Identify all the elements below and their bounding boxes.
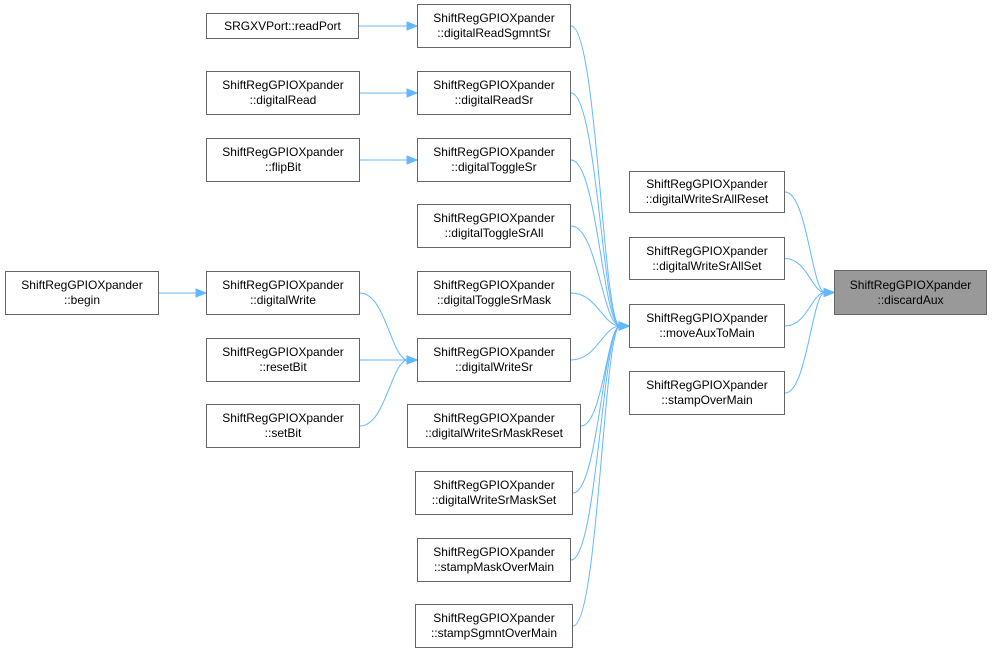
node-label: ShiftRegGPIOXpander xyxy=(222,345,344,359)
edge-digitalReadSgmntSr-to-moveAuxToMain xyxy=(570,25,621,327)
node-label: ::setBit xyxy=(264,426,302,440)
node-digitalWriteSrMaskReset[interactable]: ShiftRegGPIOXpander ::digitalWriteSrMask… xyxy=(407,404,581,448)
node-label: ShiftRegGPIOXpander xyxy=(646,243,768,258)
node-discardAux: ShiftRegGPIOXpander ::discardAux xyxy=(834,270,987,315)
edge-moveAuxToMain-to-discardAux xyxy=(784,292,826,327)
arrowhead-stampOverMain-to-discardAux xyxy=(823,287,836,298)
arrowhead-digitalRead-to-digitalReadSr xyxy=(406,88,419,98)
node-label: ShiftRegGPIOXpander xyxy=(222,411,344,425)
node-label: ::digitalWriteSr xyxy=(455,360,533,374)
node-label: ShiftRegGPIOXpander xyxy=(646,378,768,392)
edge-digitalWriteSrMaskSet-to-moveAuxToMain xyxy=(572,325,621,494)
edge-stampOverMain-to-discardAux xyxy=(784,292,826,394)
edge-digitalWriteSr-to-moveAuxToMain xyxy=(570,325,621,361)
node-label: ShiftRegGPIOXpander xyxy=(433,545,555,559)
arrowhead-stampSgmntOverMain-to-moveAuxToMain xyxy=(618,321,631,331)
node-digitalToggleSrAll[interactable]: ShiftRegGPIOXpander ::digitalToggleSrAll xyxy=(417,204,571,248)
node-digitalReadSgmntSr[interactable]: ShiftRegGPIOXpander ::digitalReadSgmntSr xyxy=(417,4,571,48)
edge-stampSgmntOverMain-to-moveAuxToMain xyxy=(572,325,621,627)
node-digitalWrite[interactable]: ShiftRegGPIOXpander ::digitalWrite xyxy=(206,271,360,315)
node-label: ::digitalToggleSr xyxy=(451,160,537,174)
node-label: ShiftRegGPIOXpander xyxy=(433,611,555,625)
edge-stampMaskOverMain-to-moveAuxToMain xyxy=(570,325,621,561)
arrowhead-setBit-to-digitalWriteSr xyxy=(406,355,419,365)
node-digitalRead[interactable]: ShiftRegGPIOXpander ::digitalRead xyxy=(206,71,360,115)
node-begin[interactable]: ShiftRegGPIOXpander ::begin xyxy=(5,271,159,315)
node-label: ::moveAuxToMain xyxy=(659,326,755,340)
node-label: ::digitalWriteSrAllReset xyxy=(645,192,769,206)
node-label: ShiftRegGPIOXpander xyxy=(21,278,143,292)
arrowhead-flipBit-to-digitalToggleSr xyxy=(406,155,419,165)
node-label: ShiftRegGPIOXpander xyxy=(433,78,555,92)
node-label: ::discardAux xyxy=(877,292,944,307)
edge-digitalToggleSrAll-to-moveAuxToMain xyxy=(570,225,621,327)
node-stampMaskOverMain[interactable]: ShiftRegGPIOXpander ::stampMaskOverMain xyxy=(417,538,571,582)
node-label: ::digitalRead xyxy=(249,93,317,107)
edge-setBit-to-digitalWriteSr xyxy=(359,359,409,427)
node-digitalToggleSr[interactable]: ShiftRegGPIOXpander ::digitalToggleSr xyxy=(417,138,571,182)
node-label: ShiftRegGPIOXpander xyxy=(433,278,555,292)
edge-digitalToggleSr-to-moveAuxToMain xyxy=(570,159,621,327)
node-label: ShiftRegGPIOXpander xyxy=(222,278,344,292)
node-digitalReadSr[interactable]: ShiftRegGPIOXpander ::digitalReadSr xyxy=(417,71,571,115)
node-label: ::digitalWrite xyxy=(250,293,316,307)
node-label: ShiftRegGPIOXpander xyxy=(433,411,555,425)
node-label: ::stampSgmntOverMain xyxy=(430,626,558,640)
node-label: ::digitalWriteSrMaskReset xyxy=(425,426,563,440)
edge-digitalWriteSrAllSet-to-discardAux xyxy=(784,258,826,293)
node-label: ::flipBit xyxy=(264,160,301,174)
node-label: ::digitalWriteSrAllSet xyxy=(652,258,762,273)
node-digitalWriteSrAllSet[interactable]: ShiftRegGPIOXpander ::digitalWriteSrAllS… xyxy=(629,237,785,280)
node-label: ::digitalToggleSrAll xyxy=(444,226,544,240)
node-label: ShiftRegGPIOXpander xyxy=(433,478,555,492)
node-label: ::stampOverMain xyxy=(661,393,753,407)
node-stampSgmntOverMain[interactable]: ShiftRegGPIOXpander ::stampSgmntOverMain xyxy=(415,604,573,648)
node-digitalToggleSrMask[interactable]: ShiftRegGPIOXpander ::digitalToggleSrMas… xyxy=(417,271,571,315)
node-resetBit[interactable]: ShiftRegGPIOXpander ::resetBit xyxy=(206,338,360,382)
node-label: ::digitalWriteSrMaskSet xyxy=(431,493,557,507)
node-label: ShiftRegGPIOXpander xyxy=(222,145,344,159)
node-label: ::digitalReadSr xyxy=(454,93,534,107)
node-label: ShiftRegGPIOXpander xyxy=(433,345,555,359)
node-label: ::begin xyxy=(63,293,101,307)
node-digitalWriteSrAllReset[interactable]: ShiftRegGPIOXpander ::digitalWriteSrAllR… xyxy=(629,171,785,213)
node-label: ::resetBit xyxy=(259,360,307,374)
node-label: ShiftRegGPIOXpander xyxy=(433,211,555,225)
node-stampOverMain[interactable]: ShiftRegGPIOXpander ::stampOverMain xyxy=(629,371,785,415)
edge-layer xyxy=(158,21,836,627)
node-flipBit[interactable]: ShiftRegGPIOXpander ::flipBit xyxy=(206,138,360,182)
edge-digitalWrite-to-digitalWriteSr xyxy=(359,292,409,361)
node-label: SRGXVPort::readPort xyxy=(224,18,341,33)
node-moveAuxToMain[interactable]: ShiftRegGPIOXpander ::moveAuxToMain xyxy=(629,304,785,348)
node-digitalWriteSr[interactable]: ShiftRegGPIOXpander ::digitalWriteSr xyxy=(417,338,571,382)
edge-digitalWriteSrAllReset-to-discardAux xyxy=(784,191,826,293)
node-label: ShiftRegGPIOXpander xyxy=(646,311,768,325)
node-label: ShiftRegGPIOXpander xyxy=(646,177,768,191)
edge-digitalReadSr-to-moveAuxToMain xyxy=(570,92,621,327)
node-label: ShiftRegGPIOXpander xyxy=(433,11,555,25)
node-label: ::digitalReadSgmntSr xyxy=(437,26,551,40)
node-setBit[interactable]: ShiftRegGPIOXpander ::setBit xyxy=(206,404,360,448)
node-label: ::digitalToggleSrMask xyxy=(436,293,552,307)
node-label: ShiftRegGPIOXpander xyxy=(222,78,344,92)
arrowhead-begin-to-digitalWrite xyxy=(195,288,208,298)
node-label: ::stampMaskOverMain xyxy=(433,560,555,574)
node-digitalWriteSrMaskSet[interactable]: ShiftRegGPIOXpander ::digitalWriteSrMask… xyxy=(415,471,573,515)
arrowhead-readPort-to-digitalReadSgmntSr xyxy=(406,21,419,31)
node-label: ShiftRegGPIOXpander xyxy=(849,277,972,292)
node-readPort[interactable]: SRGXVPort::readPort xyxy=(206,13,359,39)
node-label: ShiftRegGPIOXpander xyxy=(433,145,555,159)
edge-digitalToggleSrMask-to-moveAuxToMain xyxy=(570,292,621,327)
